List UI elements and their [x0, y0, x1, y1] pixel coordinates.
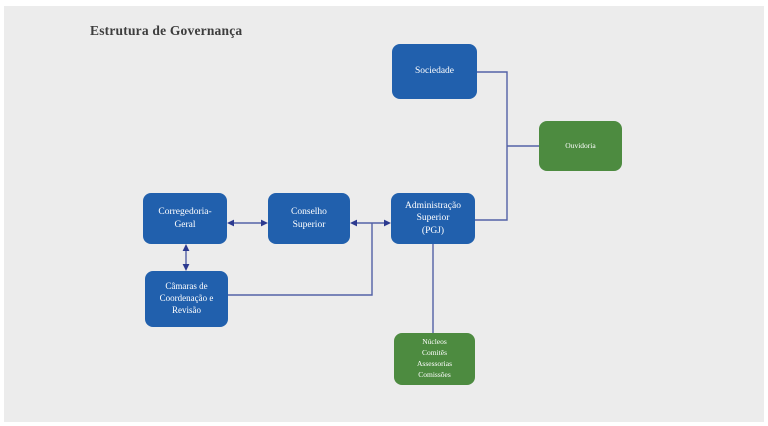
node-administracao-superior-pgj: Administração Superior (PGJ) — [391, 193, 475, 244]
arrowhead-into-conselho-left — [261, 219, 268, 227]
node-conselho-superior: Conselho Superior — [268, 193, 350, 244]
node-sociedade: Sociedade — [392, 44, 477, 99]
node-label: Revisão — [172, 304, 201, 315]
node-label: Superior — [292, 219, 326, 230]
node-label: Administração — [405, 200, 461, 211]
arrowhead-into-conselho-right — [350, 219, 357, 227]
diagram-title: Estrutura de Governança — [90, 23, 243, 38]
connector-lines — [182, 71, 539, 333]
node-ouvidoria: Ouvidoria — [539, 121, 622, 171]
node-label: Câmaras de — [165, 281, 208, 292]
arrowhead-into-corregedoria — [227, 219, 234, 227]
diagram-canvas: Estrutura de Governança — [4, 6, 764, 422]
node-label: Conselho — [291, 206, 327, 217]
node-label: Coordenação e — [159, 293, 214, 304]
node-label: Sociedade — [414, 66, 455, 77]
node-label: Corregedoria- — [158, 206, 212, 217]
node-label: Geral — [174, 219, 196, 230]
arrowhead-into-administracao — [384, 219, 391, 227]
node-camaras-coordenacao-revisao: Câmaras de Coordenação e Revisão — [145, 271, 228, 327]
edge-sociedade-administracao — [475, 71, 508, 221]
node-label: Comitês — [421, 348, 447, 358]
node-label: Assessorias — [417, 359, 452, 368]
arrowhead-into-camaras-top — [182, 264, 190, 271]
node-label: Ouvidoria — [565, 140, 596, 150]
node-label: Superior — [416, 213, 450, 224]
node-label: (PGJ) — [421, 225, 445, 236]
node-label: Comissões — [418, 369, 451, 379]
node-corregedoria-geral: Corregedoria- Geral — [143, 193, 227, 244]
node-label: Núcleos — [422, 337, 447, 347]
arrowhead-into-corregedoria-bottom — [182, 244, 190, 251]
node-nucleos-comites-assessorias-comissoes: Núcleos Comitês Assessorias Comissões — [394, 333, 475, 385]
